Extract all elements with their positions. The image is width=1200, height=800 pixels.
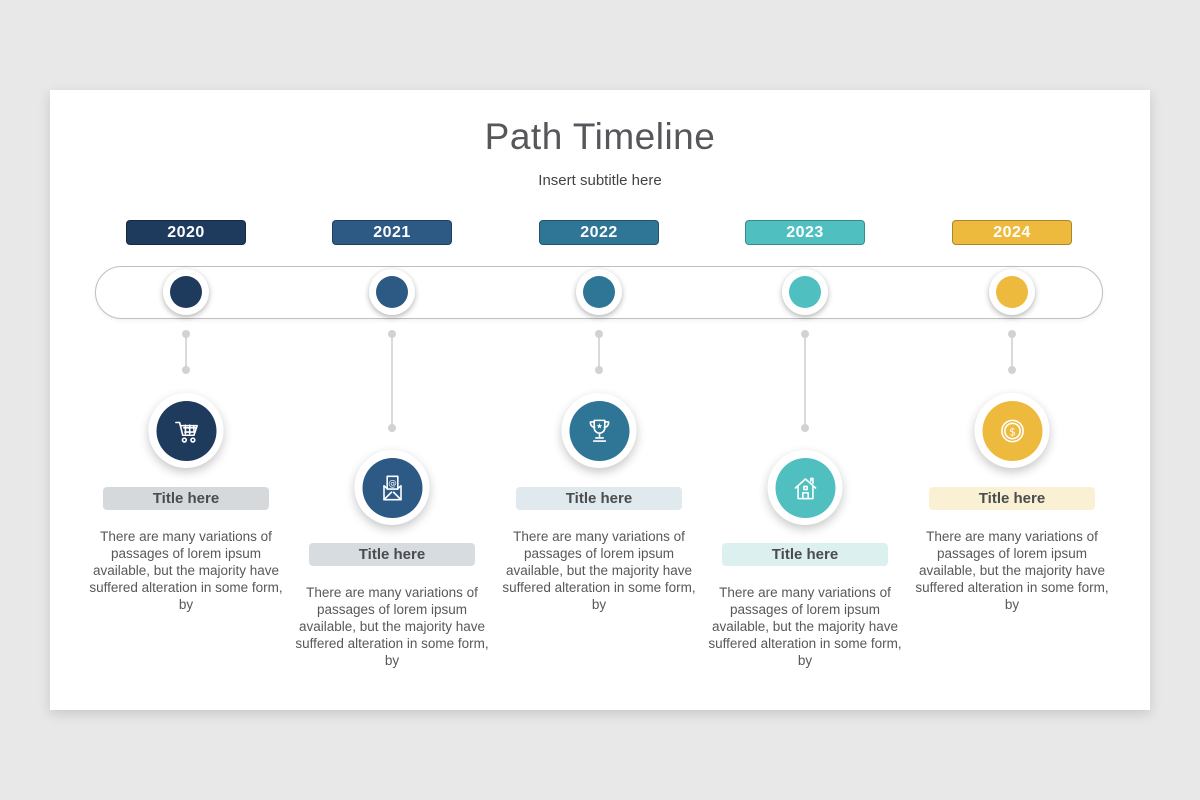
- connector-line: [595, 330, 603, 374]
- node-dot: [583, 276, 615, 308]
- item-body-text: There are many variations of passages of…: [502, 529, 696, 612]
- timeline-item-2021: 2021 @ Title here There are many variati…: [289, 90, 495, 710]
- dollar-coin-icon: $: [982, 400, 1042, 461]
- item-body-text: There are many variations of passages of…: [915, 529, 1109, 612]
- shopping-cart-icon: [156, 400, 216, 461]
- timeline-node: [576, 269, 622, 315]
- svg-text:$: $: [1009, 425, 1016, 438]
- timeline-node: [163, 269, 209, 315]
- year-badge: 2020: [126, 220, 246, 245]
- node-dot: [789, 276, 821, 308]
- year-badge: 2022: [539, 220, 659, 245]
- slide-canvas: Path Timeline Insert subtitle here 2020 …: [50, 90, 1150, 710]
- trophy-icon: ★: [569, 400, 629, 461]
- item-title-label: Title here: [516, 487, 682, 510]
- connector-line: [388, 330, 396, 432]
- node-dot: [996, 276, 1028, 308]
- item-title-label: Title here: [309, 543, 475, 566]
- timeline-node: [782, 269, 828, 315]
- icon-circle: [767, 450, 843, 525]
- year-badge: 2023: [745, 220, 865, 245]
- svg-text:@: @: [388, 478, 397, 488]
- timeline-item-2022: 2022 ★ Title here There are many variati…: [496, 90, 702, 710]
- year-badge: 2021: [332, 220, 452, 245]
- node-dot: [376, 276, 408, 308]
- connector-line: [182, 330, 190, 374]
- item-body-text: There are many variations of passages of…: [89, 529, 283, 612]
- node-dot: [170, 276, 202, 308]
- home-icon: [775, 457, 835, 518]
- connector-line: [1008, 330, 1016, 374]
- timeline-item-2024: 2024 $ Title here There are many variati…: [909, 90, 1115, 710]
- icon-circle: @: [354, 450, 430, 525]
- timeline-item-2023: 2023 Title here There are many variation…: [702, 90, 908, 710]
- connector-line: [801, 330, 809, 432]
- timeline-item-2020: 2020 Title here There are many variation…: [83, 90, 289, 710]
- svg-text:★: ★: [596, 421, 603, 430]
- icon-circle: ★: [561, 393, 637, 468]
- item-body-text: There are many variations of passages of…: [708, 585, 902, 668]
- icon-circle: [148, 393, 224, 468]
- email-icon: @: [362, 457, 422, 518]
- timeline-node: [369, 269, 415, 315]
- item-title-label: Title here: [103, 487, 269, 510]
- year-badge: 2024: [952, 220, 1072, 245]
- item-title-label: Title here: [929, 487, 1095, 510]
- item-body-text: There are many variations of passages of…: [295, 585, 489, 668]
- page-title: Path Timeline: [484, 116, 716, 157]
- icon-circle: $: [974, 393, 1050, 468]
- page-subtitle: Insert subtitle here: [538, 172, 662, 189]
- item-title-label: Title here: [722, 543, 888, 566]
- timeline-node: [989, 269, 1035, 315]
